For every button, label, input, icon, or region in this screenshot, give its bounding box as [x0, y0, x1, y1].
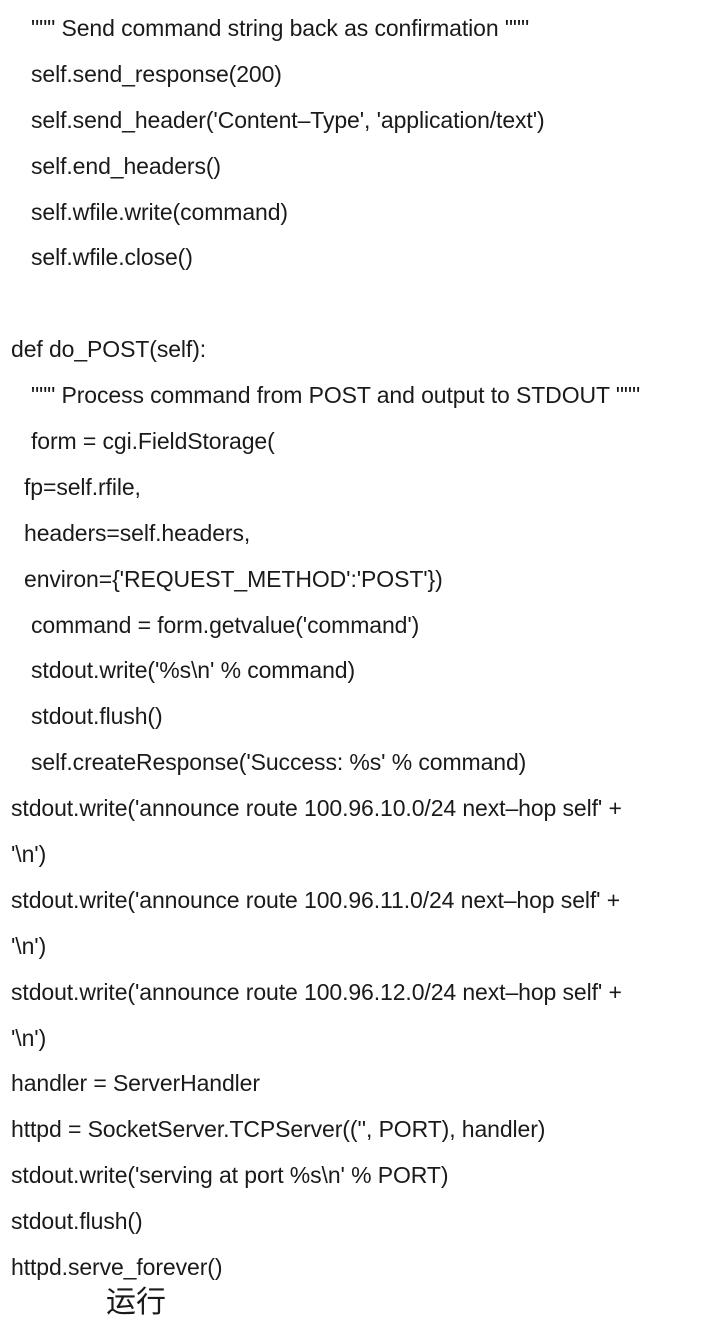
code-line: self.send_header('Content–Type', 'applic…: [31, 106, 545, 133]
code-line: stdout.write('announce route 100.96.10.0…: [11, 795, 622, 822]
code-line: headers=self.headers,: [24, 519, 251, 546]
code-line: self.createResponse('Success: %s' % comm…: [31, 749, 527, 776]
code-line: self.send_response(200): [31, 60, 282, 87]
code-line: def do_POST(self):: [11, 336, 207, 363]
code-listing: """ Send command string back as confirma…: [11, 6, 707, 1291]
code-line: self.end_headers(): [31, 152, 221, 179]
code-line: self.wfile.close(): [31, 244, 193, 271]
code-line: '\n'): [11, 841, 47, 868]
code-line: form = cgi.FieldStorage(: [31, 428, 275, 455]
code-line: stdout.write('serving at port %s\n' % PO…: [11, 1162, 449, 1189]
code-line: """ Process command from POST and output…: [31, 382, 641, 409]
code-line: command = form.getvalue('command'): [31, 611, 420, 638]
code-line: stdout.write('announce route 100.96.11.0…: [11, 886, 621, 913]
code-line: stdout.write('announce route 100.96.12.0…: [11, 978, 622, 1005]
code-line: '\n'): [11, 932, 47, 959]
code-line: handler = ServerHandler: [11, 1070, 260, 1097]
code-line: environ={'REQUEST_METHOD':'POST'}): [24, 565, 443, 592]
code-line: self.wfile.write(command): [31, 198, 288, 225]
code-line: httpd = SocketServer.TCPServer(('', PORT…: [11, 1116, 546, 1143]
cut-off-heading: 运行: [106, 1285, 166, 1320]
code-line: stdout.flush(): [31, 703, 163, 730]
code-line: fp=self.rfile,: [24, 473, 141, 500]
code-line: stdout.write('%s\n' % command): [31, 657, 356, 684]
code-line: """ Send command string back as confirma…: [31, 15, 530, 41]
blank-line: [11, 281, 707, 327]
code-line: '\n'): [11, 1024, 47, 1051]
code-line: stdout.flush(): [11, 1208, 143, 1235]
code-line: httpd.serve_forever(): [11, 1254, 223, 1281]
